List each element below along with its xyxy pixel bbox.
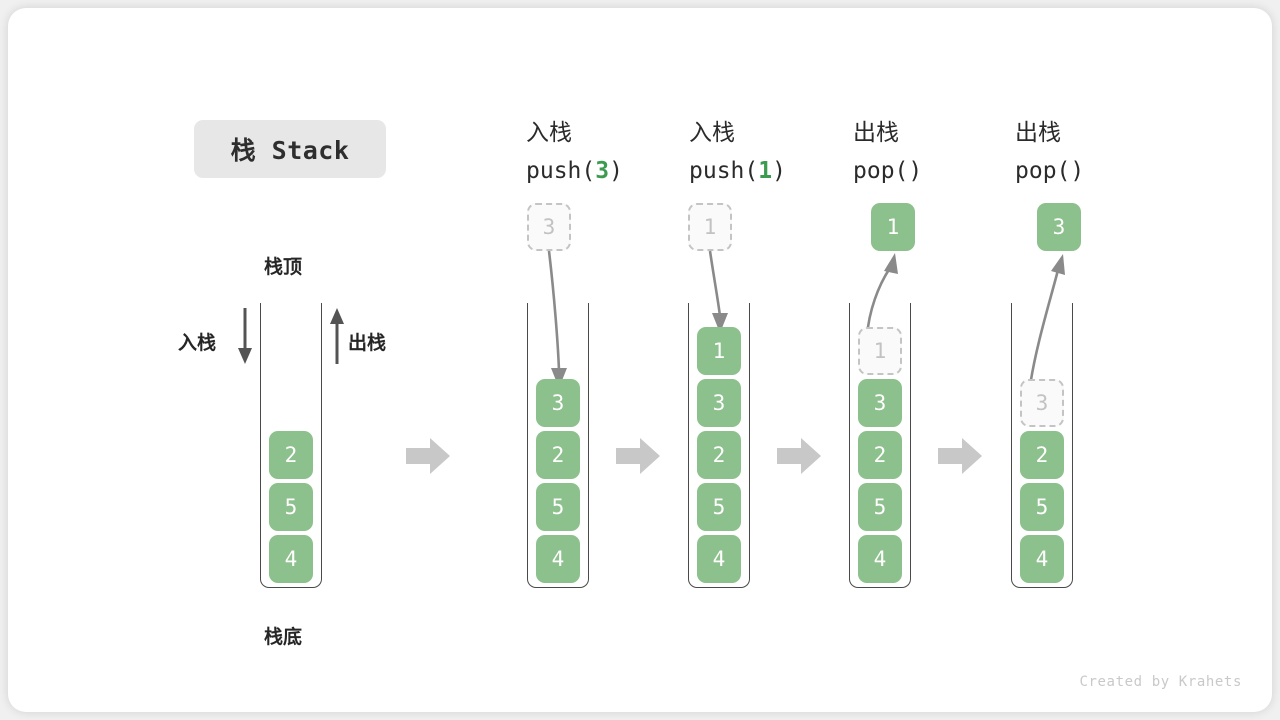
stack-top-label: 栈顶: [264, 256, 303, 278]
popped-cell: 1: [871, 203, 915, 251]
stack-bottom-label: 栈底: [264, 626, 303, 648]
stack-cell: 2: [1020, 431, 1064, 479]
floating-ghost-cell: 1: [688, 203, 732, 251]
column-op-code-suffix: ): [772, 158, 786, 184]
stack-container: [849, 303, 911, 588]
stack-cell: 4: [858, 535, 902, 583]
column-op-code-prefix: push(: [689, 158, 759, 184]
column-op-code-prefix: pop(: [1015, 158, 1071, 184]
column-op-code-prefix: pop(: [853, 158, 909, 184]
credit-watermark: Created by Krahets: [1079, 674, 1242, 690]
stack-cell: 5: [269, 483, 313, 531]
diagram-card: 栈 Stack 栈顶 入栈 出栈 2 5 4 栈底: [8, 8, 1272, 712]
stack-container: [260, 303, 322, 588]
stack-cell-ghost: 1: [858, 327, 902, 375]
stack-cell: 4: [1020, 535, 1064, 583]
column-op-code-arg: 3: [595, 158, 610, 184]
stack-cell: 4: [697, 535, 741, 583]
pop-label: 出栈: [348, 332, 387, 354]
title-badge: 栈 Stack: [194, 120, 386, 178]
column-op-code-prefix: push(: [526, 158, 596, 184]
column-op-code-suffix: ): [1070, 158, 1085, 184]
stack-cell: 3: [536, 379, 580, 427]
column-op-label: 入栈: [526, 120, 572, 146]
stack-cell: 2: [536, 431, 580, 479]
transition-arrow-icon: [777, 438, 821, 474]
stack-cell: 2: [858, 431, 902, 479]
stack-cell: 2: [697, 431, 741, 479]
stack-cell: 5: [1020, 483, 1064, 531]
popped-cell: 3: [1037, 203, 1081, 251]
stack-cell: 1: [697, 327, 741, 375]
column-op-label: 出栈: [1015, 120, 1061, 146]
stack-container: [688, 303, 750, 588]
stack-cell: 3: [858, 379, 902, 427]
stack-cell: 2: [269, 431, 313, 479]
stack-cell: 4: [536, 535, 580, 583]
transition-arrow-icon: [406, 438, 450, 474]
column-op-code-arg: 1: [758, 158, 773, 184]
column-op-code-suffix: ): [908, 158, 923, 184]
column-op-label: 入栈: [689, 120, 735, 146]
transition-arrow-icon: [938, 438, 982, 474]
stack-cell-ghost: 3: [1020, 379, 1064, 427]
stack-cell: 5: [858, 483, 902, 531]
push-flow-arrow-icon: [708, 250, 728, 333]
push-label: 入栈: [178, 332, 217, 354]
column-op-code-suffix: ): [609, 158, 623, 184]
stack-container: [1011, 303, 1073, 588]
stack-cell: 3: [697, 379, 741, 427]
push-direction-arrow-icon: [238, 308, 252, 364]
pop-flow-arrow-icon: [1028, 254, 1065, 387]
column-op-label: 出栈: [853, 120, 899, 146]
stack-cell: 5: [536, 483, 580, 531]
stack-container: [527, 303, 589, 588]
stack-cell: 5: [697, 483, 741, 531]
push-flow-arrow-icon: [547, 250, 567, 388]
stack-cell: 4: [269, 535, 313, 583]
transition-arrow-icon: [616, 438, 660, 474]
pop-direction-arrow-icon: [330, 308, 344, 364]
floating-ghost-cell: 3: [527, 203, 571, 251]
